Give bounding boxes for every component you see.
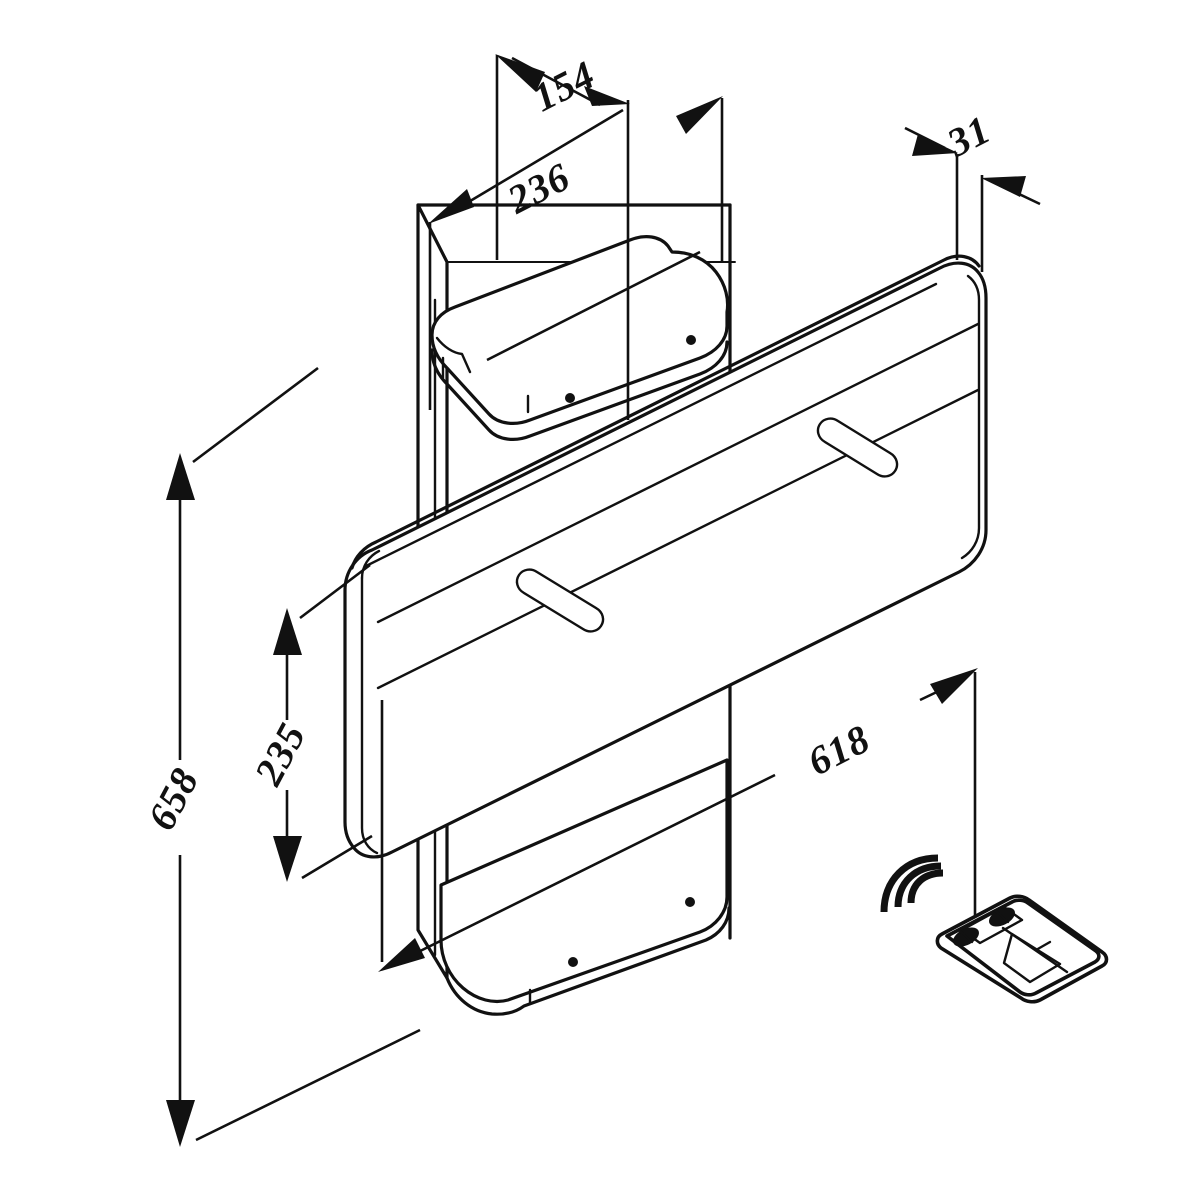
left-cylindrical-peg <box>515 568 605 633</box>
dimension-658 <box>166 366 421 1147</box>
right-cylindrical-peg <box>816 417 899 478</box>
dim-label-236: 236 <box>500 154 577 223</box>
dim-label-658: 658 <box>138 760 207 837</box>
dim-label-154: 154 <box>526 52 603 121</box>
dimension-31 <box>904 126 1041 272</box>
top-rounded-cover <box>430 235 730 441</box>
dimension-236 <box>428 108 624 410</box>
dimension-154 <box>495 54 630 420</box>
dimension-235 <box>273 563 373 882</box>
dim-label-31: 31 <box>939 106 998 166</box>
bottom-rounded-cover <box>439 758 731 1016</box>
wireless-signal-icon <box>880 854 944 913</box>
remote-control-handset <box>880 854 1109 1004</box>
dim-label-618: 618 <box>801 716 878 785</box>
dimension-236-right <box>486 96 724 362</box>
dim-label-235: 235 <box>245 715 315 793</box>
dimension-618 <box>378 668 978 972</box>
